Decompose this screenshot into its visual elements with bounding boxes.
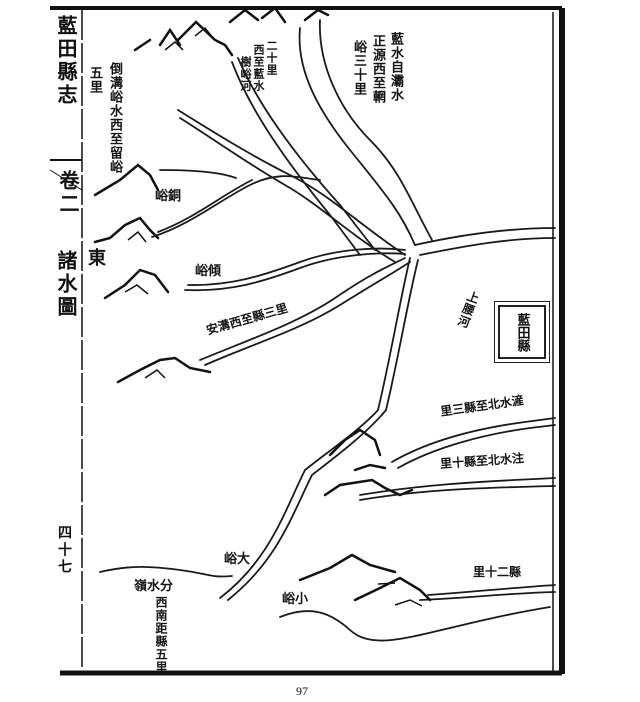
label-xiaoyu: 小峪: [282, 592, 309, 607]
frame: [49, 6, 565, 676]
county-city-wall: 藍田縣: [494, 301, 550, 363]
west-branch-a: [177, 109, 406, 256]
label-lanshui-1: 藍水自灞水: [388, 32, 403, 102]
label-lanshui-3: 峪三十里: [351, 40, 366, 96]
confluence-right-lower: [419, 237, 556, 256]
xiaoyu-river-b: [419, 591, 556, 601]
fenshui-ridge: [99, 565, 233, 578]
zhushui-river-b: [359, 485, 556, 501]
tongyu-river-b: [151, 175, 321, 238]
qingyu-river-a: [184, 252, 406, 292]
west-branch-b: [179, 117, 396, 263]
label-fenshui: 分水嶺: [134, 579, 174, 594]
south-river-a: [219, 257, 411, 599]
zhushui-river-a: [359, 477, 556, 496]
label-dayu: 大峪: [224, 552, 251, 567]
shuyu-river-b: [237, 57, 376, 251]
main-river-east-bank: [319, 19, 433, 241]
xiaoyu-river-a: [427, 584, 556, 596]
qingyu-river-b: [187, 247, 406, 286]
chanshui-river-a: [391, 417, 556, 463]
main-river-west-bank: [298, 27, 416, 246]
leaf-number: 四十七: [56, 525, 72, 576]
confluence-right-upper: [414, 227, 556, 246]
section-label: 卷二: [56, 170, 80, 216]
label-shuyu-3: 二十里: [265, 40, 278, 76]
south-river-b: [227, 259, 419, 601]
label-east: 東: [88, 248, 106, 269]
label-daogou: 倒溝峪水西至留峪: [107, 62, 122, 174]
shuyu-river-a: [231, 61, 361, 256]
label-shuyu-2: 西至藍水: [252, 44, 265, 92]
label-lanshui-2: 正源西至輞: [370, 34, 385, 104]
rivers: [99, 19, 556, 642]
lower-ridge: [279, 606, 551, 642]
label-county-city: 藍田縣: [514, 312, 530, 352]
mountains: [93, 6, 432, 602]
label-fenshui-distance: 西南距縣五里: [154, 596, 168, 674]
label-daogou-distance: 五里: [87, 66, 102, 94]
label-xiaoyu-distance: 縣二十里: [473, 565, 522, 579]
label-qingyu: 傾峪: [195, 264, 222, 279]
chapter-title: 諸水圖: [54, 250, 78, 319]
tongyu-river-a: [159, 169, 237, 179]
book-title: 藍田縣志: [54, 15, 78, 107]
mountain-inner-strokes: [124, 26, 423, 607]
tongyu-river-c: [157, 179, 253, 233]
angou-river-a: [204, 261, 411, 366]
angou-river-b: [199, 257, 406, 361]
label-shuyu-1: 樹峪河: [239, 56, 252, 92]
page-number: 97: [296, 684, 308, 698]
label-tongyu: 銅峪: [155, 189, 182, 204]
chanshui-river-b: [397, 424, 556, 469]
